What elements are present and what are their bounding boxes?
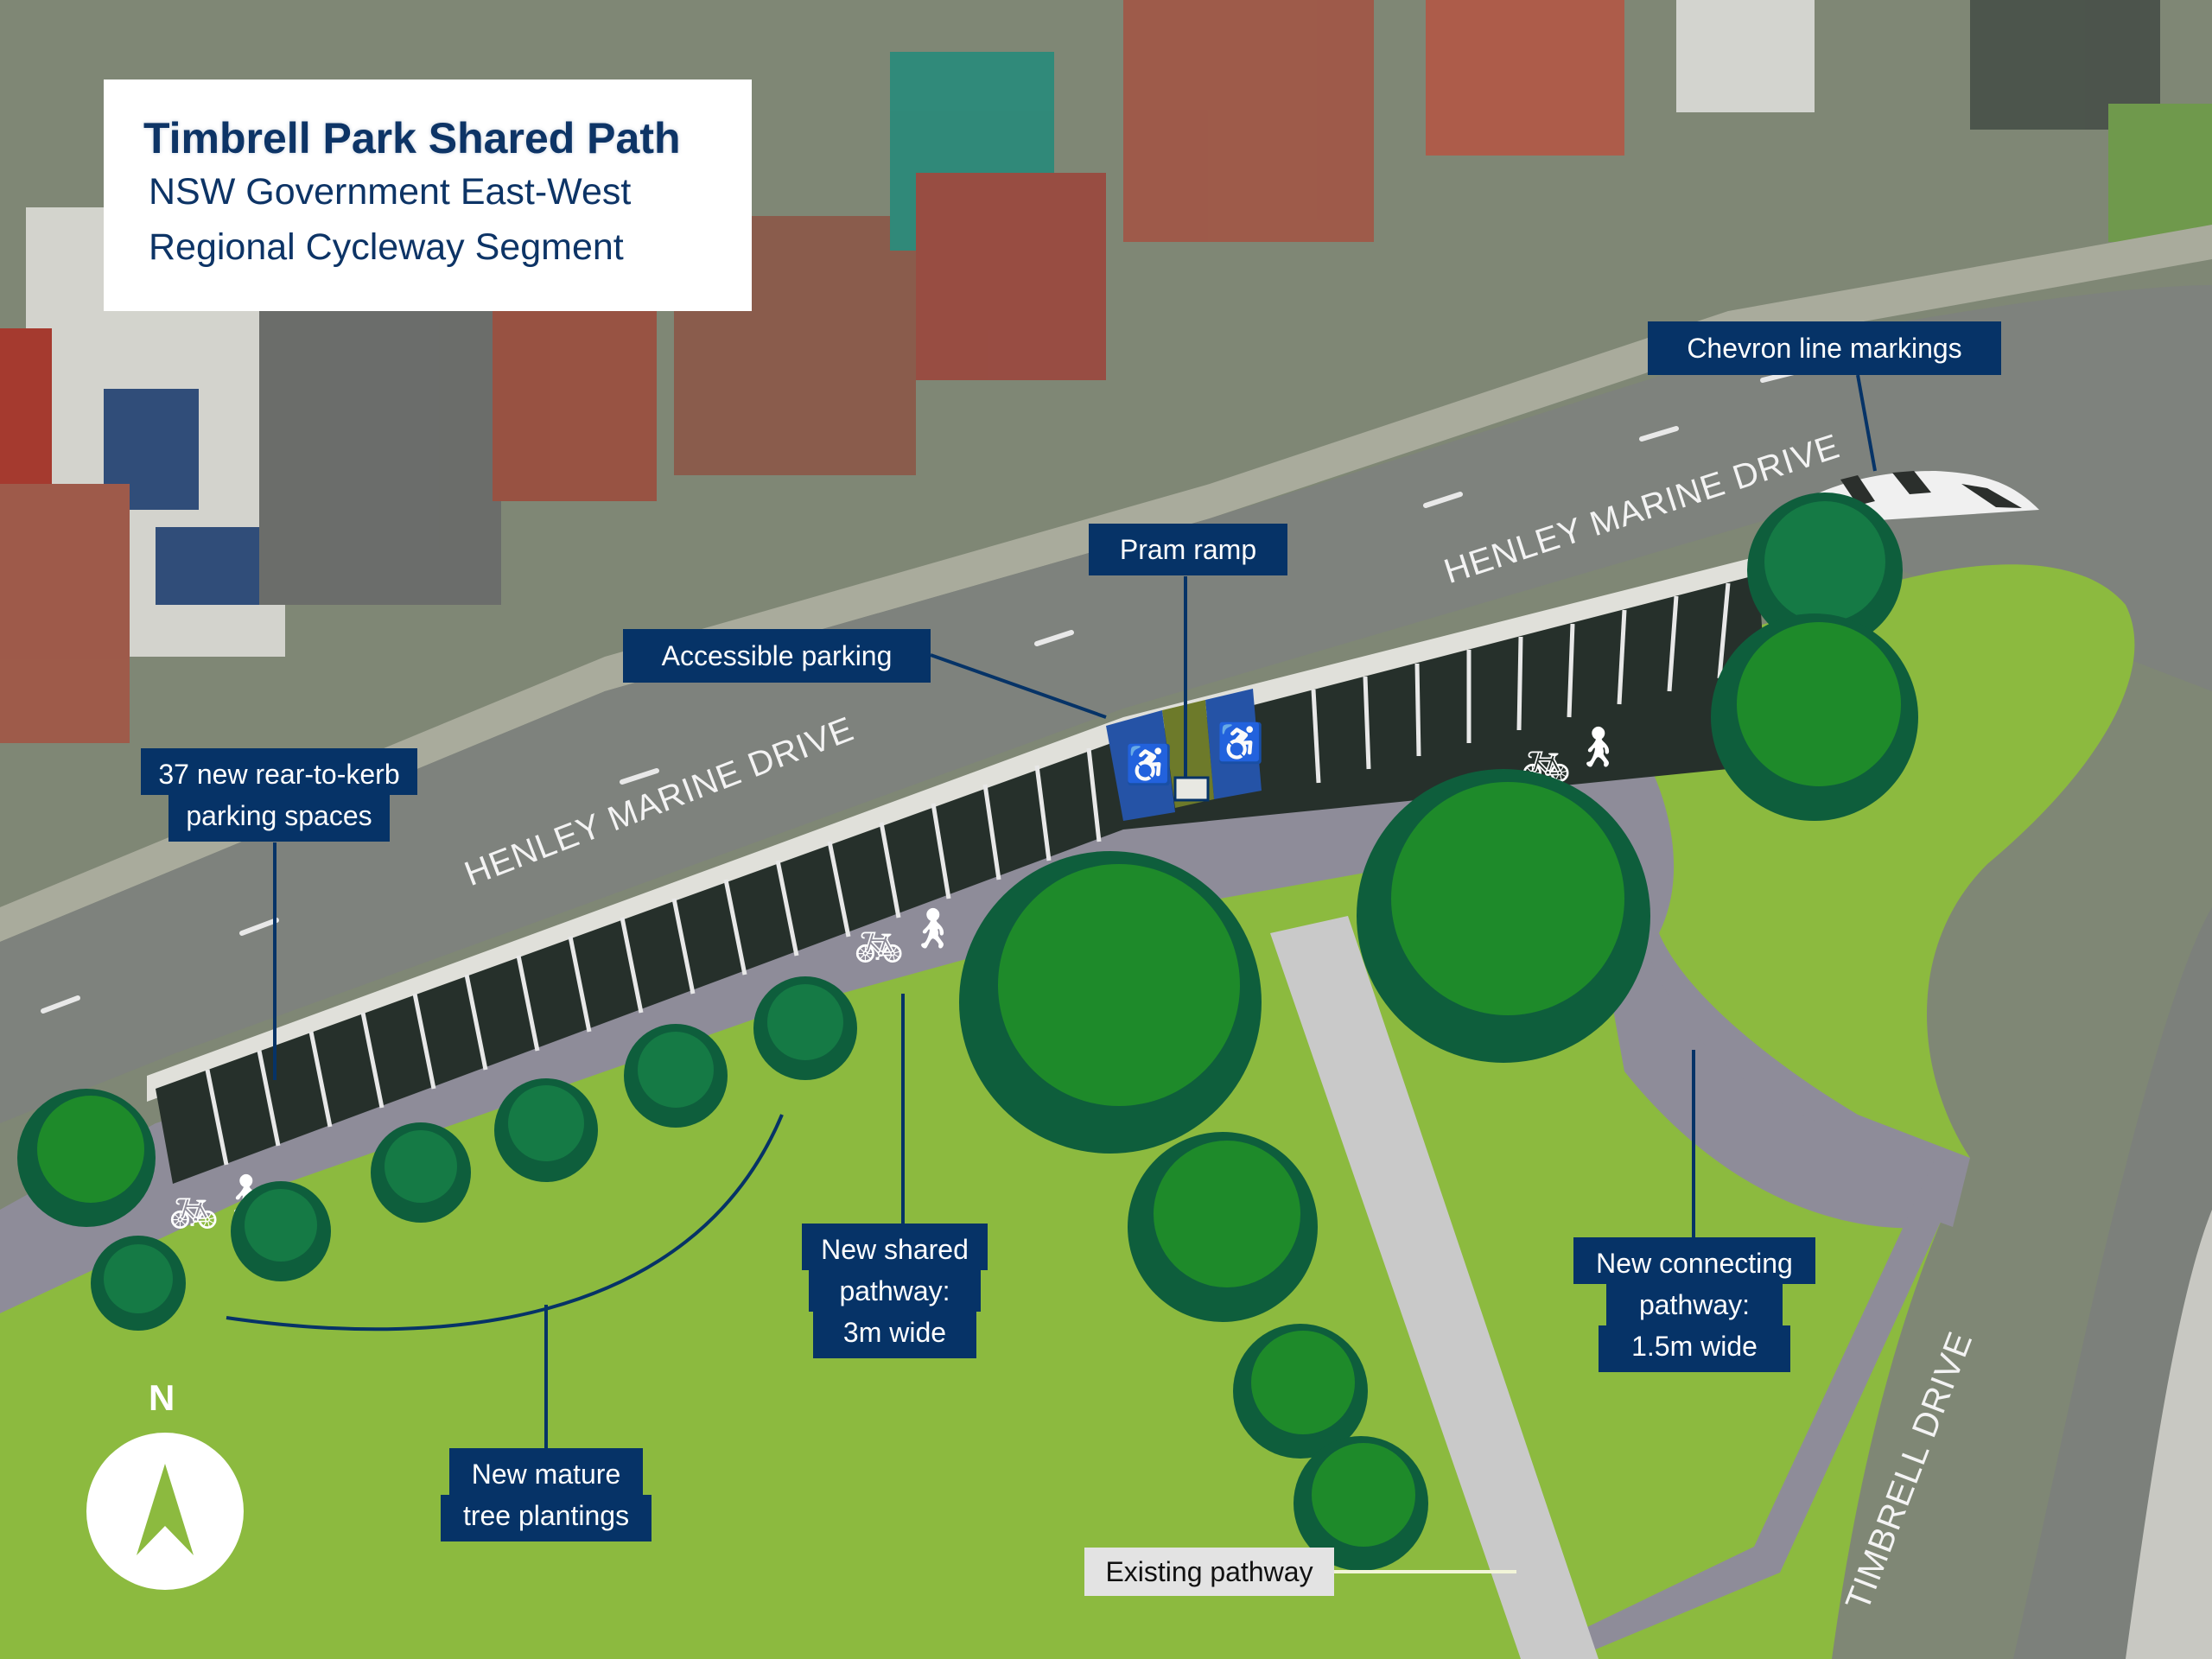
timbrell-verge [2126,1210,2212,1659]
tree-icon [753,976,857,1080]
callout-rear-to-kerb-parking: 37 new rear-to-kerb parking spaces [117,748,442,842]
north-arrow-icon [86,1433,244,1590]
callout-line: 37 new rear-to-kerb [141,748,417,795]
pedestrian-icon: 🚶︎ [1573,724,1623,769]
tree-icon [17,1089,156,1227]
title-box: Timbrell Park Shared Path NSW Government… [104,79,752,311]
callout-pram-ramp: Pram ramp [1089,524,1287,575]
new-connecting-pathway [1590,830,1970,1229]
callout-new-shared-pathway: New shared pathway: 3m wide [799,1224,990,1358]
callout-line: New mature [448,1448,644,1495]
parking-strip-kerb [147,553,1771,1102]
tree-icon [959,851,1262,1154]
accessible-icon: ♿ [1125,743,1173,786]
map-subtitle-line2: Regional Cycleway Segment [149,226,624,268]
callout-line: tree plantings [440,1495,652,1541]
pedestrian-icon: 🚶︎ [907,906,957,950]
callout-existing-pathway: Existing pathway [1084,1548,1334,1596]
callout-line: parking spaces [168,795,390,842]
tree-icon [624,1024,728,1128]
parking-bay-lines [205,582,1731,1166]
existing-pathway [1270,916,1599,1659]
bicycle-icon: 🚲︎ [168,1191,219,1236]
trees [17,493,1918,1571]
tree-icon [1294,1436,1428,1571]
callout-text: Existing pathway [1105,1556,1313,1587]
pram-ramp [1173,776,1210,802]
tree-icon [1711,613,1918,821]
callout-text: Pram ramp [1119,534,1257,565]
map-title: Timbrell Park Shared Path [143,114,681,162]
tree-icon [231,1181,331,1281]
callout-text: Accessible parking [661,640,893,671]
footpath-north [0,225,2212,942]
callout-line: New connecting [1573,1237,1815,1284]
callout-line: 1.5m wide [1599,1325,1790,1372]
callout-line: pathway: [1605,1284,1783,1325]
callout-chevron-line-markings: Chevron line markings [1648,321,2001,375]
bicycle-icon: 🚲︎ [854,925,904,969]
north-label: N [149,1377,175,1418]
connecting-pathway-south [1521,1158,1970,1659]
leader-lines [273,374,1877,1448]
tree-icon [91,1236,186,1331]
callout-text: Chevron line markings [1687,333,1962,364]
callout-line: New shared [802,1224,988,1270]
map-subtitle-line1: NSW Government East-West [149,171,632,213]
accessible-icon: ♿ [1217,721,1264,765]
tree-icon [1747,493,1903,648]
accessible-parking-bays: ♿ ♿ [1106,689,1264,821]
tree-icon [1128,1132,1318,1322]
road-henley-marine-drive [0,285,2212,1123]
callout-new-mature-tree-plantings: New mature tree plantings [429,1448,664,1541]
tree-icon [494,1078,598,1182]
callout-new-connecting-pathway: New connecting pathway: 1.5m wide [1560,1237,1829,1372]
callout-line: 3m wide [812,1312,977,1358]
tree-icon [371,1122,471,1223]
tree-icon [1357,769,1650,1063]
tree-icon [1233,1324,1368,1459]
callout-line: pathway: [809,1270,981,1312]
callout-accessible-parking: Accessible parking [623,629,931,683]
